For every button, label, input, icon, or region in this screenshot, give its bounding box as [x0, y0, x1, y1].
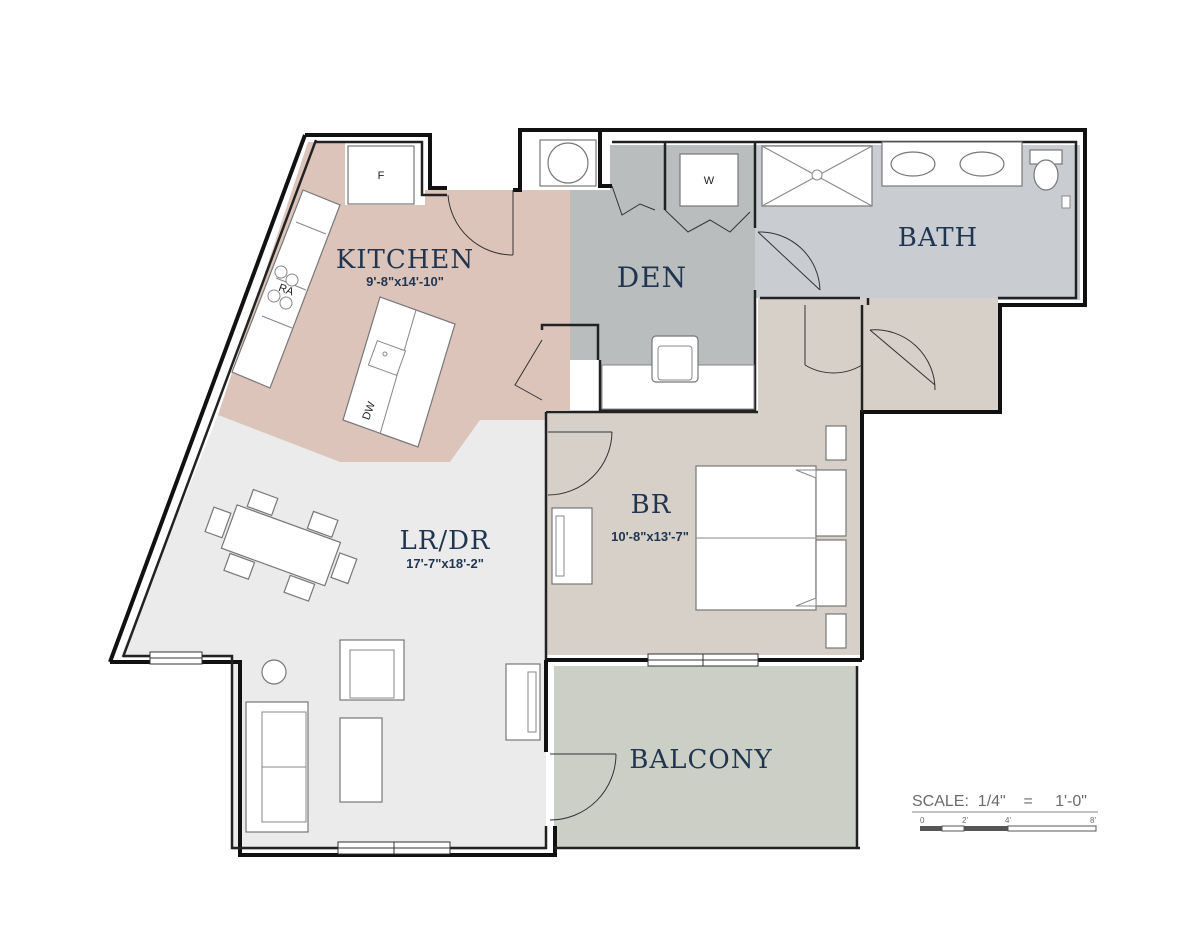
lrdr-name: LR/DR: [399, 526, 490, 556]
door-den-closet-1: [611, 185, 656, 216]
kitchen-nook-wall: [540, 323, 600, 360]
exterior-wall-angled-inner: [121, 139, 318, 658]
shower-drain-icon: [811, 169, 823, 181]
range-burner-3: [267, 289, 281, 303]
kitchen-fixtures: F RA DW: [231, 145, 456, 448]
toilet-icon: [1033, 159, 1059, 191]
dining-table: [220, 504, 342, 587]
top-wall-den-bath-inner: [612, 140, 1078, 300]
sink-right-icon: [959, 151, 1005, 177]
room-labels: KITCHEN 9'-8"x14'-10" DEN BATH LR/DR 17'…: [336, 223, 978, 775]
washer: [679, 153, 739, 207]
range-burner-1: [274, 265, 288, 279]
exterior-wall-angled: [108, 134, 307, 663]
scale-tick-8: 8': [1090, 816, 1096, 825]
bath-name: BATH: [898, 223, 978, 253]
bath-fixtures: [761, 141, 1071, 209]
den-name: DEN: [617, 261, 687, 294]
balcony-floor: [554, 666, 856, 847]
pillow-top: [815, 469, 847, 537]
bedroom-furniture: [551, 425, 847, 649]
scale-tick-4: 4': [1005, 816, 1011, 825]
den-fixtures: W: [539, 139, 755, 410]
door-nook: [514, 339, 543, 401]
scale-bar: SCALE: 1/4" = 1'-0" 0 2' 4' 8': [912, 793, 1098, 832]
br-dims: 10'-8"x13'-7": [611, 529, 689, 544]
br-name: BR: [631, 490, 672, 520]
scale-segment-4: [1007, 825, 1097, 832]
fridge-label: F: [378, 170, 385, 182]
doors: [447, 185, 936, 821]
scale-tick-0: 0: [920, 816, 925, 825]
top-wall-kitchen-inner: [316, 140, 447, 197]
nightstand-bottom: [825, 613, 847, 649]
lrdr-floor: [120, 415, 546, 850]
island-sink: [367, 340, 407, 376]
scale-segment-3: [964, 826, 1008, 831]
scale-label: SCALE: 1/4" = 1'-0": [912, 793, 1087, 810]
washer-label: W: [704, 175, 715, 187]
kitchen-name: KITCHEN: [336, 245, 474, 275]
balcony-name: BALCONY: [629, 745, 772, 775]
top-wall-kitchen: [305, 133, 447, 190]
kitchen-den-wall-top: [513, 128, 612, 192]
kitchen-counter: [231, 189, 341, 389]
dining-set: [204, 488, 358, 602]
lrdr-dims: 17'-7"x18'-2": [406, 556, 484, 571]
coffee-table: [339, 717, 383, 803]
door-bath: [757, 231, 821, 291]
living-furniture: [204, 488, 541, 833]
fridge: [347, 145, 415, 205]
pillow-bottom: [815, 539, 847, 607]
kitchen-island: [342, 296, 456, 448]
door-br-closet: [869, 329, 936, 386]
windows: [149, 651, 759, 855]
range-label: RA: [277, 282, 296, 299]
kitchen-dims: 9'-8"x14'-10": [366, 274, 444, 289]
scale-segment-1: [920, 826, 942, 831]
side-table: [261, 659, 287, 685]
range-burner-2: [285, 273, 299, 287]
nightstand-top: [825, 425, 847, 461]
scale-tick-2: 2': [962, 816, 968, 825]
floor-fills: [120, 142, 1080, 850]
den-floor: [570, 145, 755, 410]
door-den-closet-2: [664, 209, 751, 233]
den-closet-wall: [598, 360, 755, 412]
water-heater-icon: [547, 142, 589, 184]
sink-left-icon: [890, 151, 936, 177]
scale-segment-2: [941, 825, 965, 832]
range-burner-4: [279, 296, 293, 310]
